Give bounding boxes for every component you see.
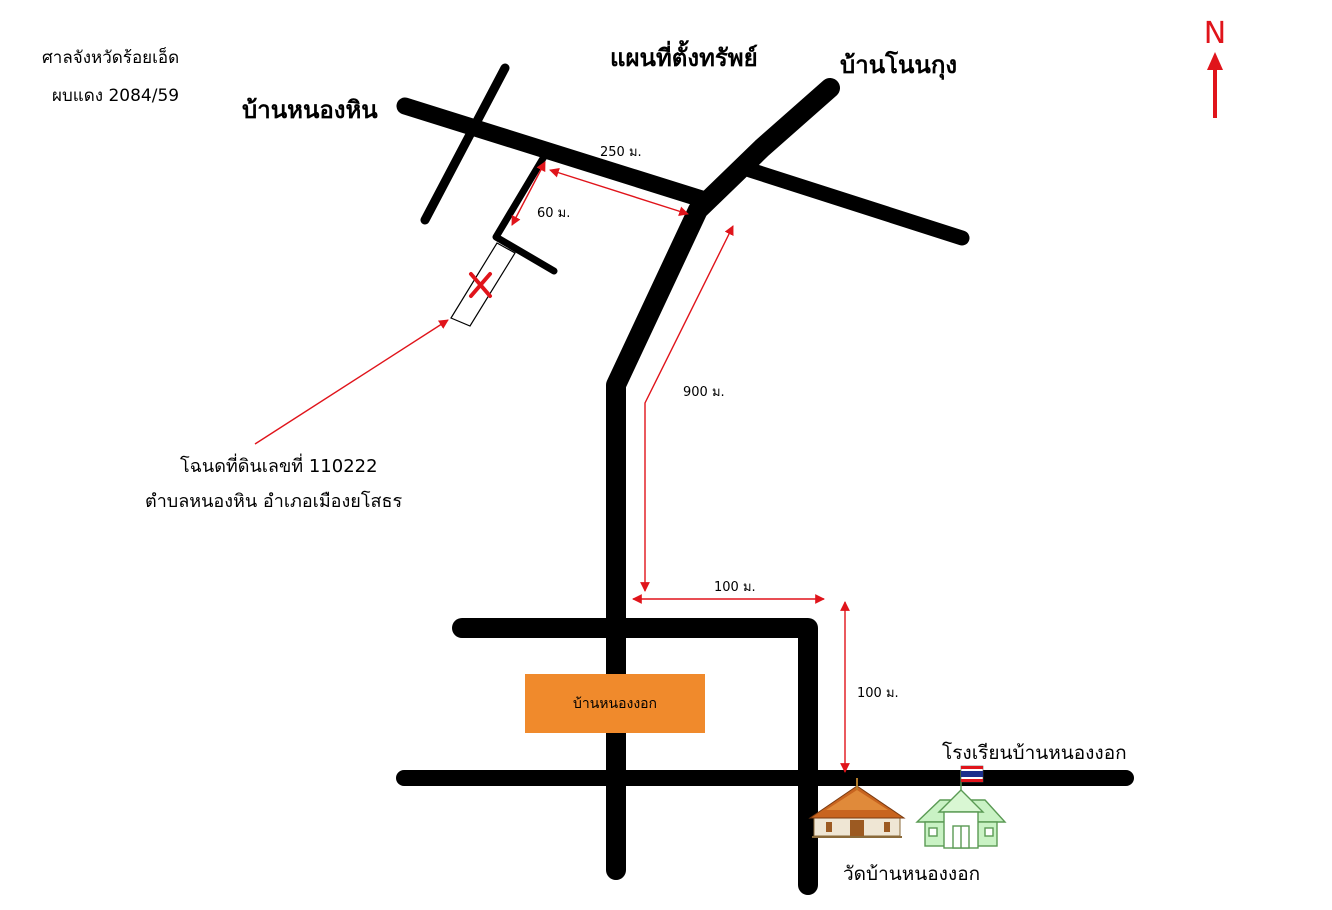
road-nonghin-cross <box>420 63 510 225</box>
distance-100-vertical: 100 ม. <box>857 686 899 701</box>
label-school: โรงเรียนบ้านหนองงอก <box>942 742 1127 764</box>
case-number: ผบแดง 2084/59 <box>52 86 180 106</box>
flag-icon <box>960 765 984 783</box>
measurements <box>254 161 850 773</box>
roads <box>396 63 1134 895</box>
court-label: ศาลจังหวัดร้อยเอ็ด <box>42 48 180 68</box>
north-arrow-icon <box>1207 52 1223 118</box>
distance-100-horizontal: 100 ม. <box>714 580 756 595</box>
road-nonkung-east <box>742 162 970 246</box>
deed-location: ตำบลหนองหิน อำเภอเมืองยโสธร <box>145 491 403 512</box>
distance-250: 250 ม. <box>600 145 642 160</box>
property-x-icon <box>469 272 492 298</box>
deed-number: โฉนดที่ดินเลขที่ 110222 <box>180 456 378 477</box>
label-ban-non-kung: บ้านโนนกุง <box>840 51 958 79</box>
temple-icon <box>808 778 906 838</box>
label-ban-nong-hin: บ้านหนองหิน <box>242 96 378 124</box>
measure-900 <box>640 225 734 592</box>
distance-60: 60 ม. <box>537 206 571 221</box>
label-temple: วัดบ้านหนองงอก <box>843 863 981 885</box>
road-loop <box>452 618 818 895</box>
measure-250 <box>549 168 689 216</box>
north-label: N <box>1203 16 1227 51</box>
village-box-ban-nong-ngok: บ้านหนองงอก <box>525 674 705 733</box>
road-main-north <box>606 78 840 880</box>
school-icon <box>915 770 1007 849</box>
measure-60 <box>511 161 546 226</box>
property-pointer <box>254 319 449 445</box>
village-box-label: บ้านหนองงอก <box>572 695 658 712</box>
distance-900: 900 ม. <box>683 385 725 400</box>
map-title: แผนที่ตั้งทรัพย์ <box>610 44 758 72</box>
road-nonghin-main <box>396 97 714 209</box>
